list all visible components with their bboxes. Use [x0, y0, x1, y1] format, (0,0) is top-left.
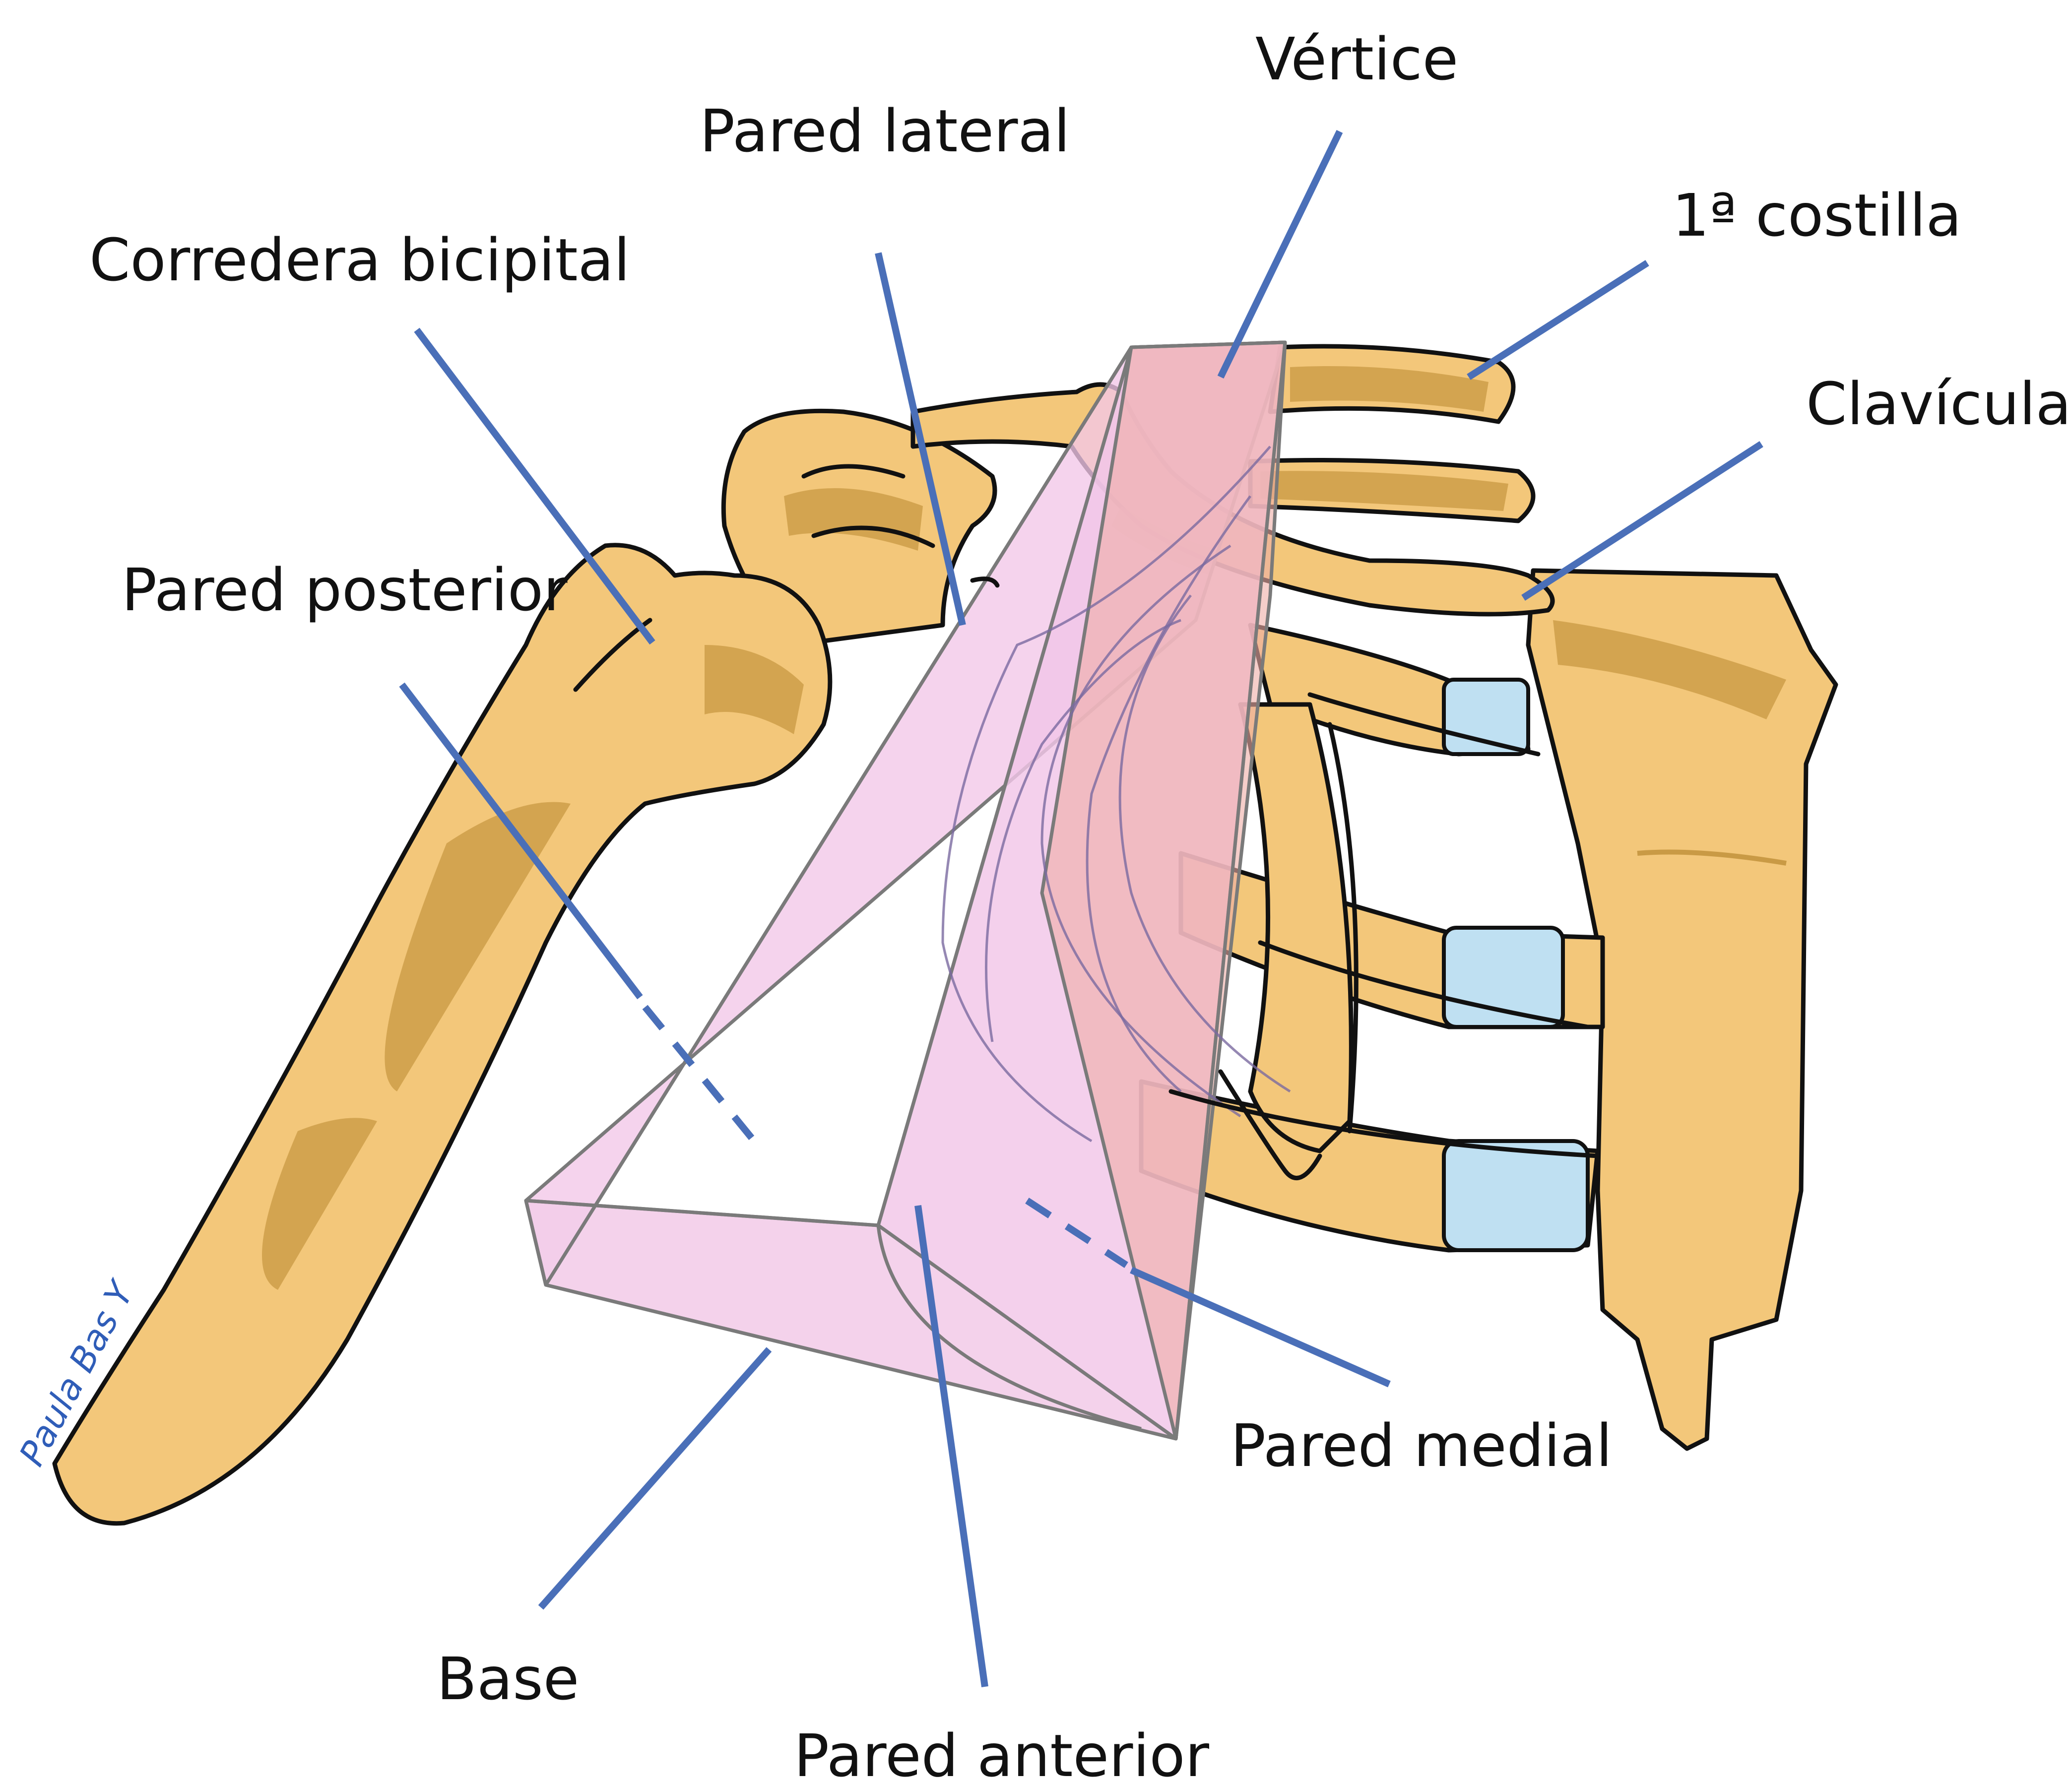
leader-1a-costilla	[1469, 263, 1647, 377]
label-pared-medial: Pared medial	[1230, 1411, 1612, 1480]
label-vertice: Vértice	[1255, 25, 1458, 93]
leader-pared-posterior-dashed	[645, 1007, 754, 1141]
leader-base	[541, 1349, 769, 1607]
label-base: Base	[437, 1645, 579, 1713]
leader-vertice	[1221, 131, 1340, 377]
label-pared-posterior: Pared posterior	[122, 556, 568, 624]
first-rib	[1250, 346, 1533, 521]
label-corredera-bicipital: Corredera bicipital	[89, 226, 630, 294]
label-pared-anterior: Pared anterior	[794, 1721, 1210, 1783]
label-pared-lateral: Pared lateral	[700, 97, 1070, 165]
label-1a-costilla: 1ª costilla	[1672, 181, 1962, 250]
label-clavicula: Clavícula	[1806, 370, 2072, 438]
costal-cartilage-4	[1444, 1141, 1588, 1250]
